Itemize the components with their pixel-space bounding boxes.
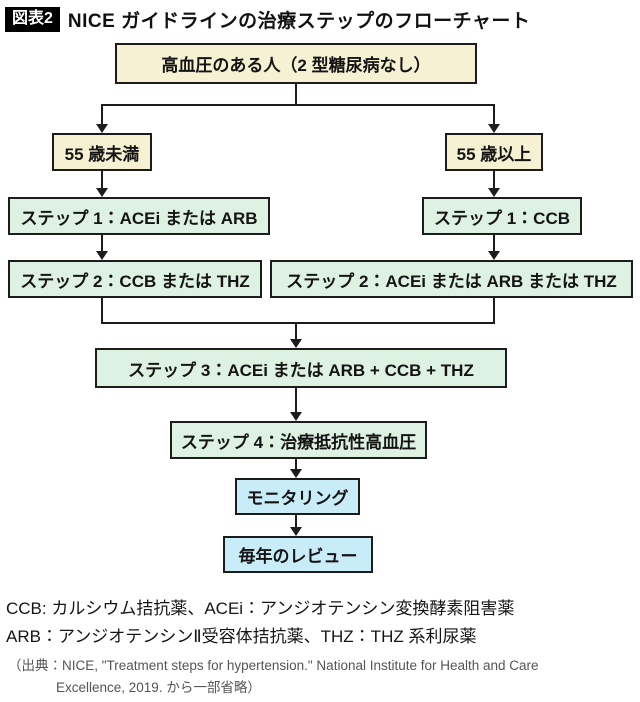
connector-line: [493, 235, 495, 251]
arrow-down-icon: [96, 188, 108, 197]
arrow-down-icon: [488, 251, 500, 260]
connector-line: [493, 171, 495, 188]
abbreviation-line-2: ARB：アンジオテンシンⅡ受容体拮抗薬、THZ：THZ 系利尿薬: [6, 627, 477, 646]
source-citation: （出典：NICE, "Treatment steps for hypertens…: [8, 655, 539, 699]
connector-line: [295, 515, 297, 527]
arrow-down-icon: [290, 469, 302, 478]
source-line-1: （出典：NICE, "Treatment steps for hypertens…: [8, 658, 539, 673]
node-under-55: 55 歳未満: [52, 133, 152, 171]
connector-line: [101, 235, 103, 251]
node-step3: ステップ 3：ACEi または ARB + CCB + THZ: [95, 348, 507, 388]
connector-line: [295, 84, 297, 106]
arrow-down-icon: [290, 412, 302, 421]
node-step2-right: ステップ 2：ACEi または ARB または THZ: [270, 260, 633, 298]
node-annual-review: 毎年のレビュー: [223, 536, 373, 573]
connector-line: [101, 171, 103, 188]
abbreviation-notes: CCB: カルシウム拮抗薬、ACEi：アンジオテンシン変換酵素阻害薬 ARB：ア…: [6, 595, 514, 651]
node-step4: ステップ 4：治療抵抗性高血圧: [170, 421, 427, 459]
node-monitoring: モニタリング: [235, 478, 360, 515]
connector-line: [493, 104, 495, 124]
connector-line: [101, 298, 103, 324]
abbreviation-line-1: CCB: カルシウム拮抗薬、ACEi：アンジオテンシン変換酵素阻害薬: [6, 599, 515, 618]
arrow-down-icon: [290, 339, 302, 348]
arrow-down-icon: [488, 188, 500, 197]
node-over-55: 55 歳以上: [445, 133, 543, 171]
connector-line: [295, 388, 297, 412]
figure-title-row: 図表2 NICE ガイドラインの治療ステップのフローチャート: [5, 6, 530, 33]
connector-line: [493, 298, 495, 324]
connector-line: [295, 322, 297, 339]
connector-line: [101, 104, 103, 124]
node-step1-right: ステップ 1：CCB: [422, 197, 582, 235]
node-step1-left: ステップ 1：ACEi または ARB: [8, 197, 270, 235]
arrow-down-icon: [96, 251, 108, 260]
node-hypertension-start: 高血圧のある人（2 型糖尿病なし）: [115, 43, 477, 84]
node-step2-left: ステップ 2：CCB または THZ: [8, 260, 262, 298]
arrow-down-icon: [290, 527, 302, 536]
connector-line: [101, 322, 495, 324]
arrow-down-icon: [96, 124, 108, 133]
connector-line: [101, 104, 495, 106]
connector-line: [295, 459, 297, 469]
arrow-down-icon: [488, 124, 500, 133]
source-line-2: Excellence, 2019. から一部省略）: [56, 680, 261, 695]
figure-title: NICE ガイドラインの治療ステップのフローチャート: [67, 11, 531, 32]
figure-number-badge: 図表2: [5, 7, 60, 32]
